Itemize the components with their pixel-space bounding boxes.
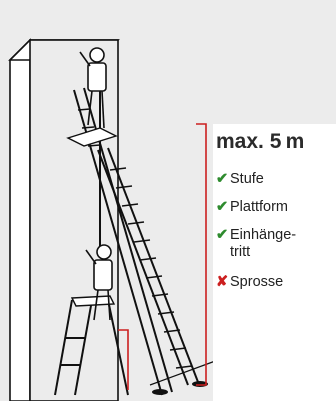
- max-height-label: max. 5 m: [216, 130, 305, 153]
- ladder-platform: [66, 127, 118, 147]
- option-label-continued: tritt: [230, 244, 251, 260]
- height-bracket-step: [118, 329, 129, 390]
- option-label: Stufe: [230, 171, 264, 187]
- step-ladder: [54, 299, 129, 396]
- wall-front-face: [29, 39, 119, 401]
- check-icon: ✔: [216, 227, 229, 243]
- wall-side-face: [9, 38, 31, 401]
- cross-icon: ✘: [216, 274, 229, 290]
- ladder-rungs: [77, 108, 193, 369]
- option-label: Sprosse: [230, 274, 284, 290]
- height-bracket-main: [196, 123, 207, 386]
- option-einhaengetritt: ✔Einhänge- tritt: [216, 227, 296, 261]
- check-icon: ✔: [216, 199, 229, 215]
- option-label: Einhänge-: [230, 227, 297, 243]
- info-panel: [213, 124, 336, 401]
- option-stufe: ✔Stufe: [216, 171, 264, 188]
- option-plattform: ✔Plattform: [216, 199, 288, 216]
- worker-top: [79, 47, 107, 129]
- worker-bottom: [85, 244, 113, 321]
- option-label: Plattform: [230, 199, 289, 215]
- option-sprosse: ✘Sprosse: [216, 274, 283, 291]
- check-icon: ✔: [216, 171, 229, 187]
